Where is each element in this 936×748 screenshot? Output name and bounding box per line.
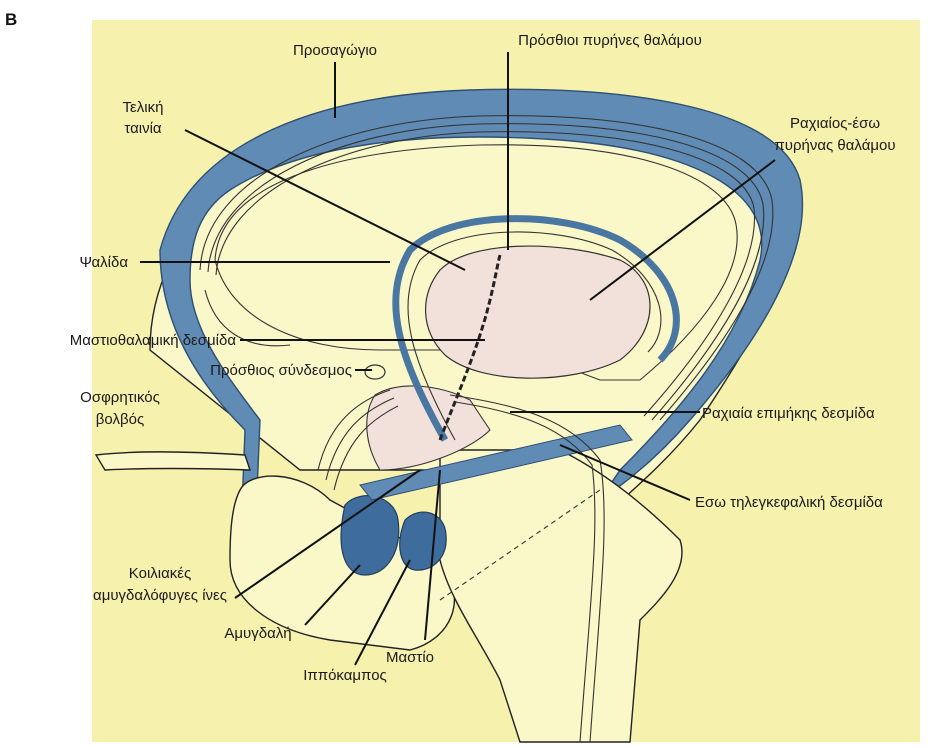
label-medial-forebrain-bundle: Εσω τηλεγκεφαλική δεσμίδα — [695, 494, 883, 511]
label-fornix: Ψαλίδα — [80, 254, 129, 271]
anterior-commissure-shape — [365, 365, 385, 379]
label-mediodorsal-line2: πυρήνας θαλάμου — [774, 137, 895, 154]
label-anterior-thalamic-nuclei: Πρόσθιοι πυρήνες θαλάμου — [518, 32, 702, 49]
label-dorsal-longitudinal: Ραχιαία επιμήκης δεσμίδα — [702, 405, 875, 422]
label-amygdalofugal-line2: αμυγδαλόφυγες ίνες — [93, 587, 227, 604]
label-mammillary: Μαστίο — [386, 649, 434, 666]
label-mammillothalamic: Μαστιοθαλαμική δεσμίδα — [70, 332, 237, 349]
label-mediodorsal-line1: Ραχιαίος-έσω — [790, 115, 880, 132]
label-stria-terminalis-line2: ταινία — [124, 120, 162, 137]
label-stria-terminalis-line1: Τελική — [123, 99, 164, 116]
panel-letter: B — [5, 10, 17, 29]
label-prosagogio: Προσαγώγιο — [293, 42, 377, 59]
label-hippocampus: Ιππόκαμπος — [303, 667, 387, 684]
label-olfactory-bulb-line2: βολβός — [96, 411, 144, 428]
label-anterior-commissure: Πρόσθιος σύνδεσμος — [210, 362, 352, 379]
label-amygdalofugal-line1: Κοιλιακές — [129, 565, 191, 582]
thalamus — [426, 246, 650, 378]
olfactory-tract — [96, 452, 250, 470]
label-amygdala: Αμυγδαλή — [224, 625, 291, 642]
label-olfactory-bulb-line1: Οσφρητικός — [80, 389, 160, 406]
